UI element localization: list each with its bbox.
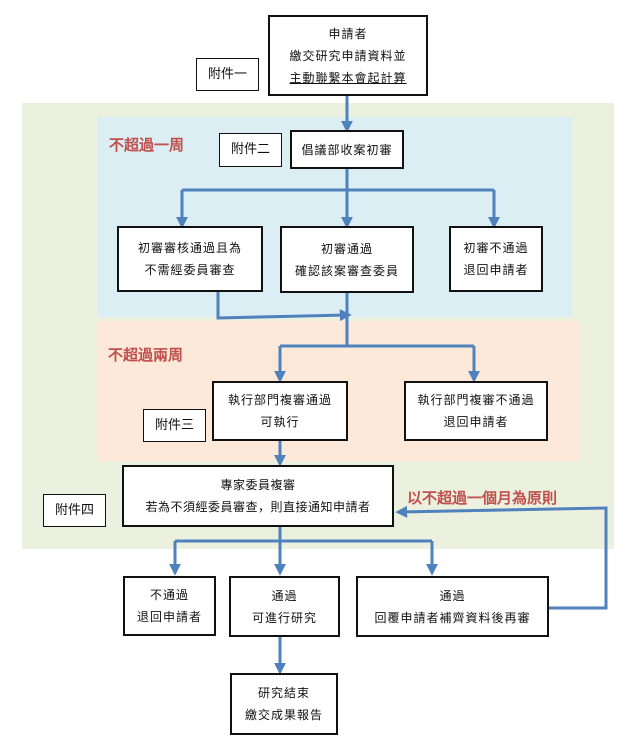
node-exec-pass-line-1: 執行部門複審通過 [227, 393, 332, 407]
node-reject-initial: 初審不通過 退回申請者 [449, 226, 543, 292]
arrow-revise-loop [395, 505, 608, 610]
node-exec-pass-line-2: 可執行 [260, 415, 300, 429]
node-final-pass-line-1: 通過 [271, 588, 298, 603]
node-expert-line-2: 若為不須經委員審查，則直接通知申請者 [145, 500, 371, 514]
arrow-expert-fork [175, 527, 432, 543]
node-applicant-line-3: 主動聯繫本會起計算 [289, 70, 407, 85]
node-exec-fail-line-1: 執行部門複審不通過 [417, 393, 535, 407]
node-confirm-line-1: 初審通過 [320, 241, 373, 256]
attachment-3: 附件三 [143, 409, 206, 442]
node-exempt-line-1: 初審審核通過且為 [137, 241, 242, 255]
node-final-reject-line-2: 退回申請者 [136, 610, 202, 624]
label-two-weeks: 不超過兩周 [108, 346, 184, 364]
node-applicant: 申請者 繳交研究申請資料並 主動聯繫本會起計算 [268, 15, 428, 96]
node-expert-line-1: 專家委員複審 [220, 478, 296, 492]
node-reject-initial-line-1: 初審不通過 [463, 241, 529, 255]
node-confirm: 初審通過 確認該案審查委員 [280, 226, 414, 293]
label-one-month: 以不超過一個月為原則 [407, 489, 558, 507]
node-final-pass: 通過 可進行研究 [229, 576, 340, 637]
attachment-2: 附件二 [219, 133, 282, 167]
node-end-line-2: 繳交成果報告 [244, 708, 323, 722]
node-end: 研究結束 繳交成果報告 [230, 673, 338, 735]
node-final-revise-line-1: 通過 [439, 588, 466, 603]
node-applicant-line-1: 申請者 [328, 26, 368, 41]
node-exec-fail: 執行部門複審不通過 退回申請者 [404, 381, 548, 441]
node-end-line-1: 研究結束 [257, 686, 310, 700]
node-final-revise: 通過 回覆申請者補齊資料後再審 [356, 576, 549, 637]
node-confirm-line-2: 確認該案審查委員 [294, 263, 399, 278]
attachment-4: 附件四 [43, 494, 106, 527]
node-final-revise-line-2: 回覆申請者補齊資料後再審 [374, 610, 531, 625]
arrow-review-fork [182, 169, 494, 192]
node-reject-initial-line-2: 退回申請者 [463, 263, 529, 277]
node-dept-review-line-1: 倡議部收案初審 [301, 142, 393, 157]
label-one-week: 不超過一周 [109, 136, 185, 154]
node-final-reject: 不通過 退回申請者 [123, 576, 216, 636]
arrow-exempt-merge [216, 292, 352, 322]
node-expert: 專家委員複審 若為不須經委員審查，則直接通知申請者 [122, 465, 394, 527]
node-exempt-line-2: 不需經委員審查 [144, 263, 236, 277]
node-exempt: 初審審核通過且為 不需經委員審查 [117, 226, 263, 292]
node-exec-fail-line-2: 退回申請者 [443, 415, 509, 429]
node-final-pass-line-2: 可進行研究 [251, 610, 317, 625]
node-dept-review: 倡議部收案初審 [290, 130, 404, 169]
attachment-1: 附件一 [196, 58, 259, 91]
node-final-reject-line-1: 不通過 [149, 588, 189, 602]
node-exec-pass: 執行部門複審通過 可執行 [212, 381, 348, 441]
node-applicant-line-2: 繳交研究申請資料並 [289, 48, 407, 63]
